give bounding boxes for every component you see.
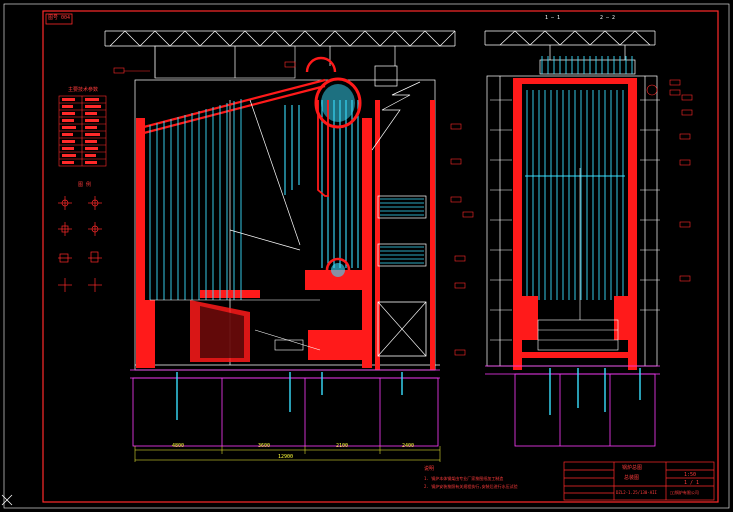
title-block-sub: 总装图 — [624, 475, 640, 481]
roof-truss-right — [484, 30, 656, 75]
front-refractory — [513, 78, 637, 370]
parameter-table-title: 主要技术参数 — [68, 87, 99, 93]
sheet-inner-frame — [42, 10, 719, 503]
notes-title: 说明 — [424, 466, 435, 472]
downcomer-loop — [317, 100, 329, 197]
drawing-number: DZL2-1.25/130-AII — [616, 490, 657, 495]
sheet-outer-frame — [3, 3, 730, 509]
note-2: 2. 锅炉安装按照有关规程执行,安装后进行水压试验 — [424, 484, 518, 489]
roof-truss-left — [104, 30, 456, 87]
roof-inclined-tube — [139, 78, 326, 136]
drawing-tag-box — [45, 13, 73, 25]
legend-symbols — [58, 196, 102, 292]
symbols-title: 图 例 — [78, 182, 92, 188]
dimension-total: 12900 — [278, 454, 294, 460]
section-label-1: 1 — 1 — [545, 15, 561, 21]
foundation-right — [485, 365, 660, 447]
dimension-1: 4800 — [172, 443, 185, 449]
title-block — [563, 461, 715, 501]
front-water-wall — [525, 90, 625, 300]
title-block-name: 锅炉总图 — [622, 465, 643, 471]
dimension-4: 2400 — [402, 443, 415, 449]
foundation-left — [130, 369, 440, 447]
drawing-tag: 图号 004 — [48, 15, 71, 21]
scale-value: 1:50 — [684, 472, 697, 478]
front-ladders — [490, 99, 660, 341]
section-label-2: 2 — 2 — [600, 15, 616, 21]
crosshair-icon[interactable] — [1, 494, 13, 506]
economizer — [377, 195, 427, 357]
note-1: 1. 锅炉本体钢架由专业厂家按图纸加工制造 — [424, 476, 504, 481]
sheet-value: 1 / 1 — [684, 480, 700, 486]
header-tubes-right — [541, 56, 633, 74]
baffle-line — [229, 229, 301, 251]
chain-grate — [150, 299, 321, 362]
support-piles-left — [176, 372, 403, 420]
parameter-table-fills — [62, 98, 101, 164]
parameter-table — [58, 95, 107, 167]
company-name: □□锅炉有限公司 — [670, 490, 699, 495]
leader-tags-left — [113, 61, 474, 356]
upper-drum — [305, 56, 362, 129]
dimension-lines-left — [134, 446, 441, 462]
refractory-walls — [136, 100, 435, 370]
lower-drum — [325, 257, 351, 283]
front-grate — [537, 168, 619, 351]
dimension-3: 2100 — [336, 443, 349, 449]
water-wall-tubes — [149, 99, 242, 300]
dimension-2: 3600 — [258, 443, 271, 449]
front-gauges — [646, 79, 693, 282]
baffle-zigzag — [371, 81, 421, 151]
support-piles-right — [549, 368, 641, 415]
furnace-slope-line — [249, 99, 301, 246]
